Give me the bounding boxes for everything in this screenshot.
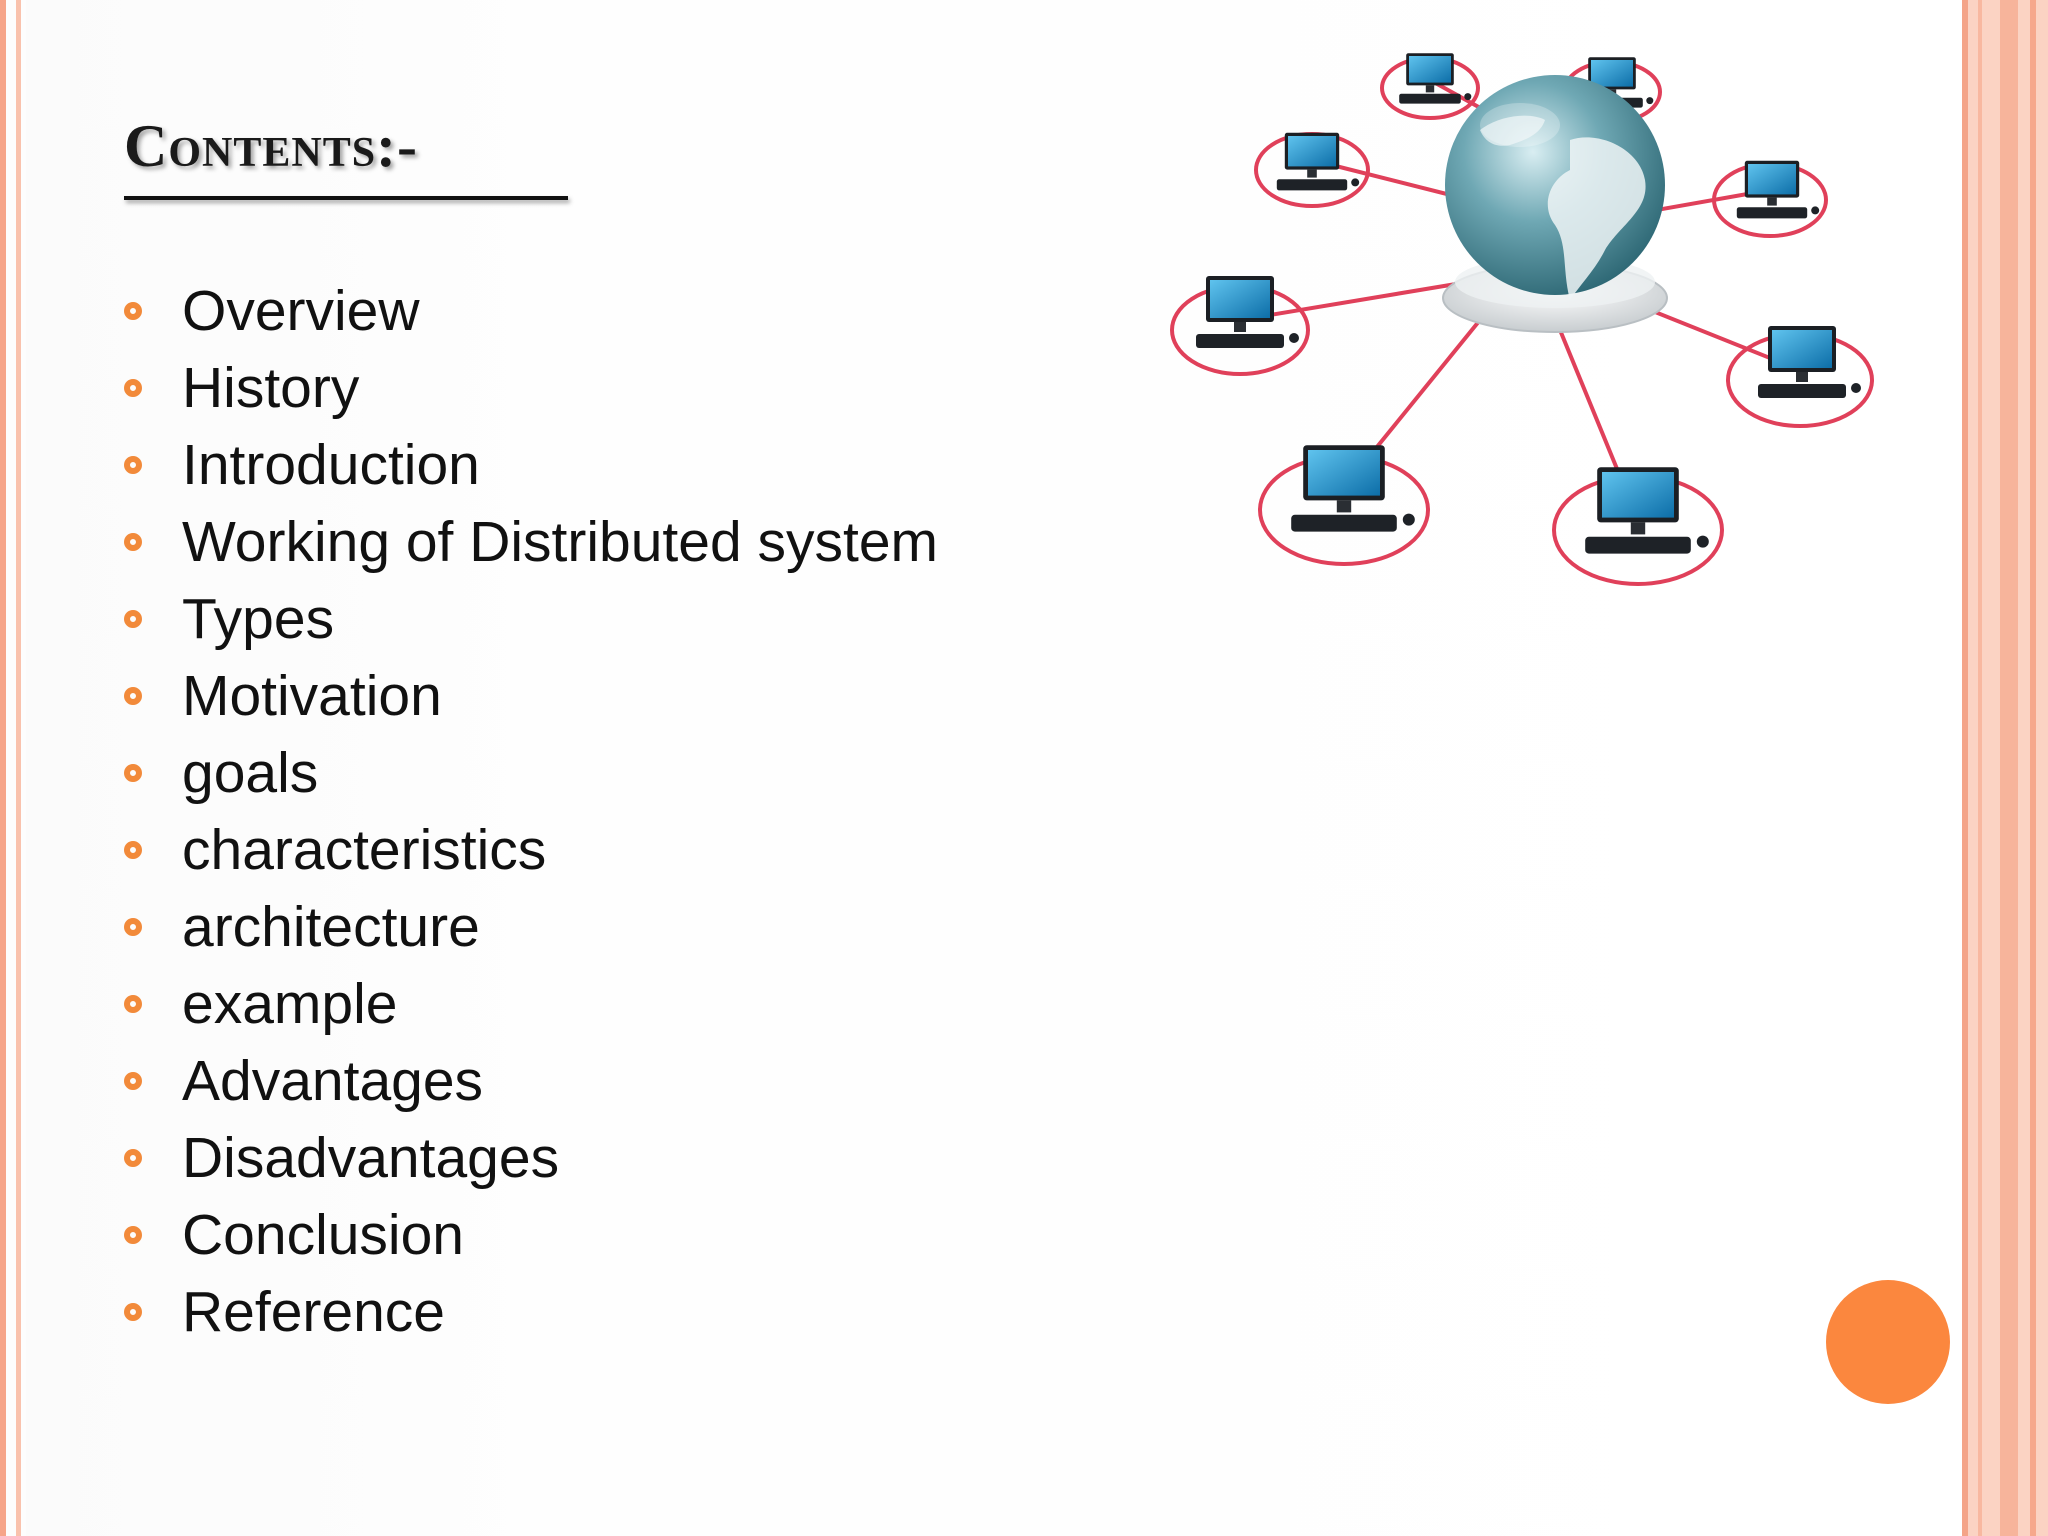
contents-list: Overview History Introduction Working of… <box>124 272 938 1350</box>
list-item-label: Disadvantages <box>182 1125 560 1190</box>
bullet-icon <box>124 840 142 859</box>
bullet-icon <box>124 917 142 936</box>
bullet-icon <box>124 455 142 474</box>
title-underline <box>124 196 568 200</box>
left-border-inner <box>16 0 21 1536</box>
bullet-icon <box>124 686 142 705</box>
list-item: Advantages <box>124 1042 938 1119</box>
list-item-label: Overview <box>182 278 420 343</box>
list-item-label: Advantages <box>182 1048 484 1113</box>
list-item: Overview <box>124 272 938 349</box>
list-item-label: example <box>182 971 398 1036</box>
right-border-line <box>1962 0 1968 1536</box>
list-item-label: goals <box>182 740 319 805</box>
content-panel <box>26 0 1962 1536</box>
list-item-label: History <box>182 355 360 420</box>
list-item: Introduction <box>124 426 938 503</box>
bullet-icon <box>124 609 142 628</box>
bullet-icon <box>124 1302 142 1321</box>
slide-title: Contents:- <box>124 113 419 179</box>
bullet-icon <box>124 763 142 782</box>
list-item: goals <box>124 734 938 811</box>
list-item: example <box>124 965 938 1042</box>
left-border <box>0 0 6 1536</box>
right-border-line <box>2000 0 2018 1536</box>
globe-network-icon <box>1170 53 1874 586</box>
list-item-label: characteristics <box>182 817 547 882</box>
list-item: Conclusion <box>124 1196 938 1273</box>
accent-dot <box>1826 1280 1950 1404</box>
list-item: architecture <box>124 888 938 965</box>
list-item: Working of Distributed system <box>124 503 938 580</box>
list-item-label: architecture <box>182 894 480 959</box>
list-item: characteristics <box>124 811 938 888</box>
bullet-icon <box>124 532 142 551</box>
bullet-icon <box>124 301 142 320</box>
bullet-icon <box>124 1071 142 1090</box>
list-item: Motivation <box>124 657 938 734</box>
right-border-line <box>1978 0 1982 1536</box>
list-item: Disadvantages <box>124 1119 938 1196</box>
list-item: History <box>124 349 938 426</box>
list-item-label: Reference <box>182 1279 445 1344</box>
list-item-label: Conclusion <box>182 1202 464 1267</box>
list-item-label: Introduction <box>182 432 480 497</box>
bullet-icon <box>124 994 142 1013</box>
list-item: Reference <box>124 1273 938 1350</box>
bullet-icon <box>124 1225 142 1244</box>
right-border-line <box>2030 0 2036 1536</box>
list-item-label: Motivation <box>182 663 442 728</box>
bullet-icon <box>124 1148 142 1167</box>
bullet-icon <box>124 378 142 397</box>
list-item: Types <box>124 580 938 657</box>
list-item-label: Types <box>182 586 335 651</box>
list-item-label: Working of Distributed system <box>182 509 939 574</box>
